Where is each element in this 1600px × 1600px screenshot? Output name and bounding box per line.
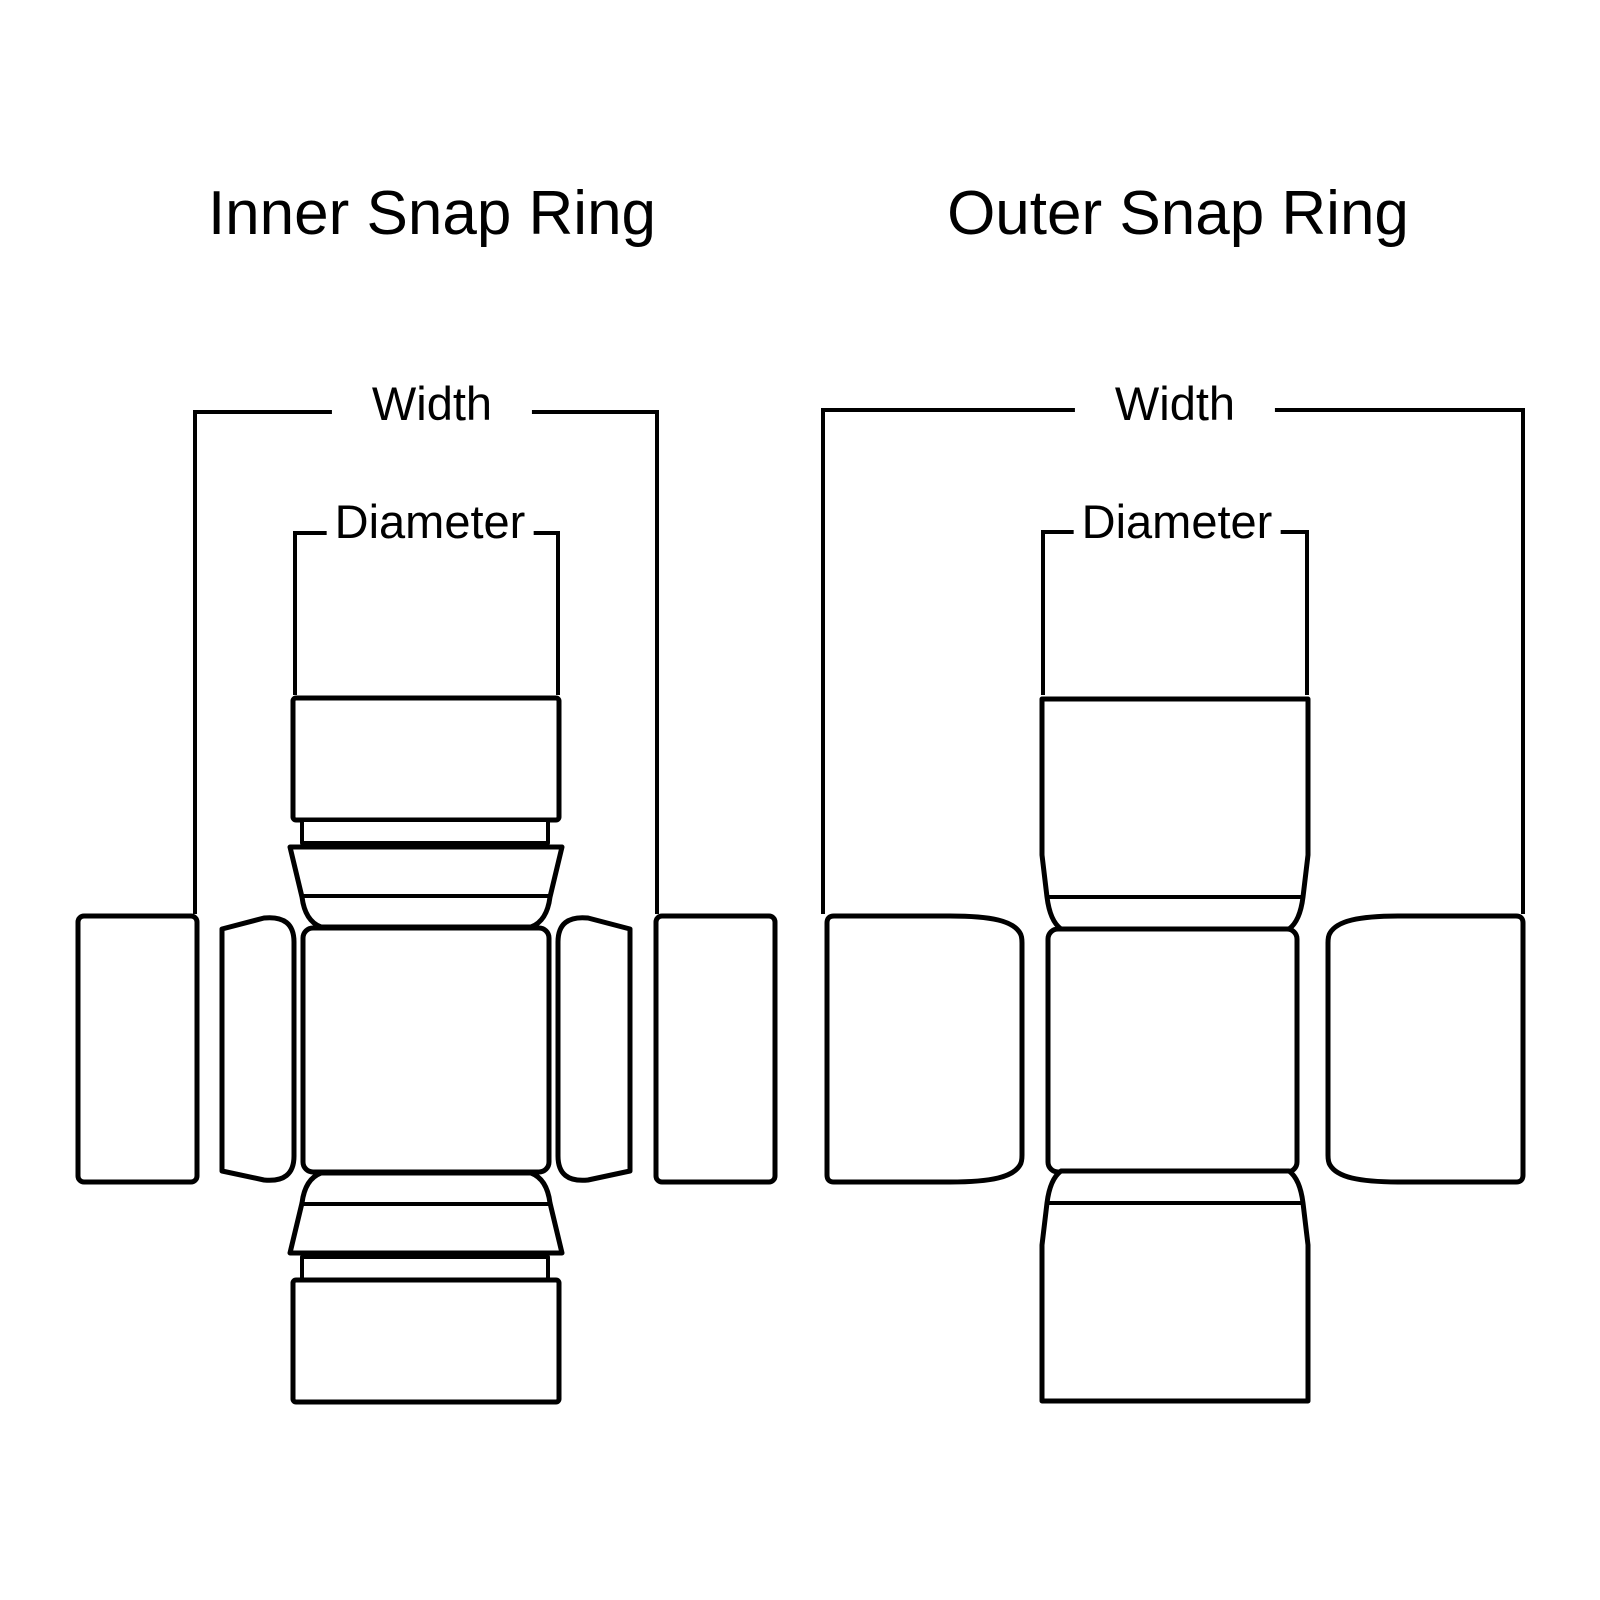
bottom-seal-collar-inner — [287, 1170, 565, 1256]
cross-body-inner — [300, 925, 552, 1175]
left-snap-ring-washer-inner — [219, 915, 297, 1183]
diameter-label-inner: Diameter — [326, 498, 534, 545]
diagram-inner-snap-ring — [75, 410, 778, 1405]
left-bearing-cup-outer — [824, 913, 1025, 1185]
width-label-outer: Width — [1074, 380, 1276, 427]
left-bearing-cup-inner — [75, 913, 200, 1185]
bottom-bearing-cup-outer — [1039, 1168, 1311, 1404]
width-label-inner: Width — [331, 380, 533, 427]
diagram-outer-snap-ring — [821, 408, 1526, 1404]
title-outer-snap-ring: Outer Snap Ring — [947, 179, 1409, 248]
right-snap-ring-washer-inner — [555, 915, 633, 1183]
right-bearing-cup-inner — [653, 913, 778, 1185]
diameter-label-outer: Diameter — [1073, 498, 1281, 545]
bottom-bearing-cup-inner — [290, 1277, 562, 1405]
bottom-snap-ring-band-inner — [300, 1255, 550, 1282]
diameter-dimension-bracket-inner — [293, 531, 560, 695]
top-bearing-cup-inner — [290, 695, 562, 823]
right-bearing-cup-outer — [1325, 913, 1526, 1185]
diameter-dimension-bracket-outer — [1041, 530, 1309, 695]
top-snap-ring-band-inner — [300, 818, 550, 845]
top-bearing-cup-outer — [1039, 696, 1311, 932]
top-seal-collar-inner — [287, 844, 565, 930]
title-inner-snap-ring: Inner Snap Ring — [207, 179, 657, 248]
cross-body-outer — [1045, 926, 1300, 1175]
